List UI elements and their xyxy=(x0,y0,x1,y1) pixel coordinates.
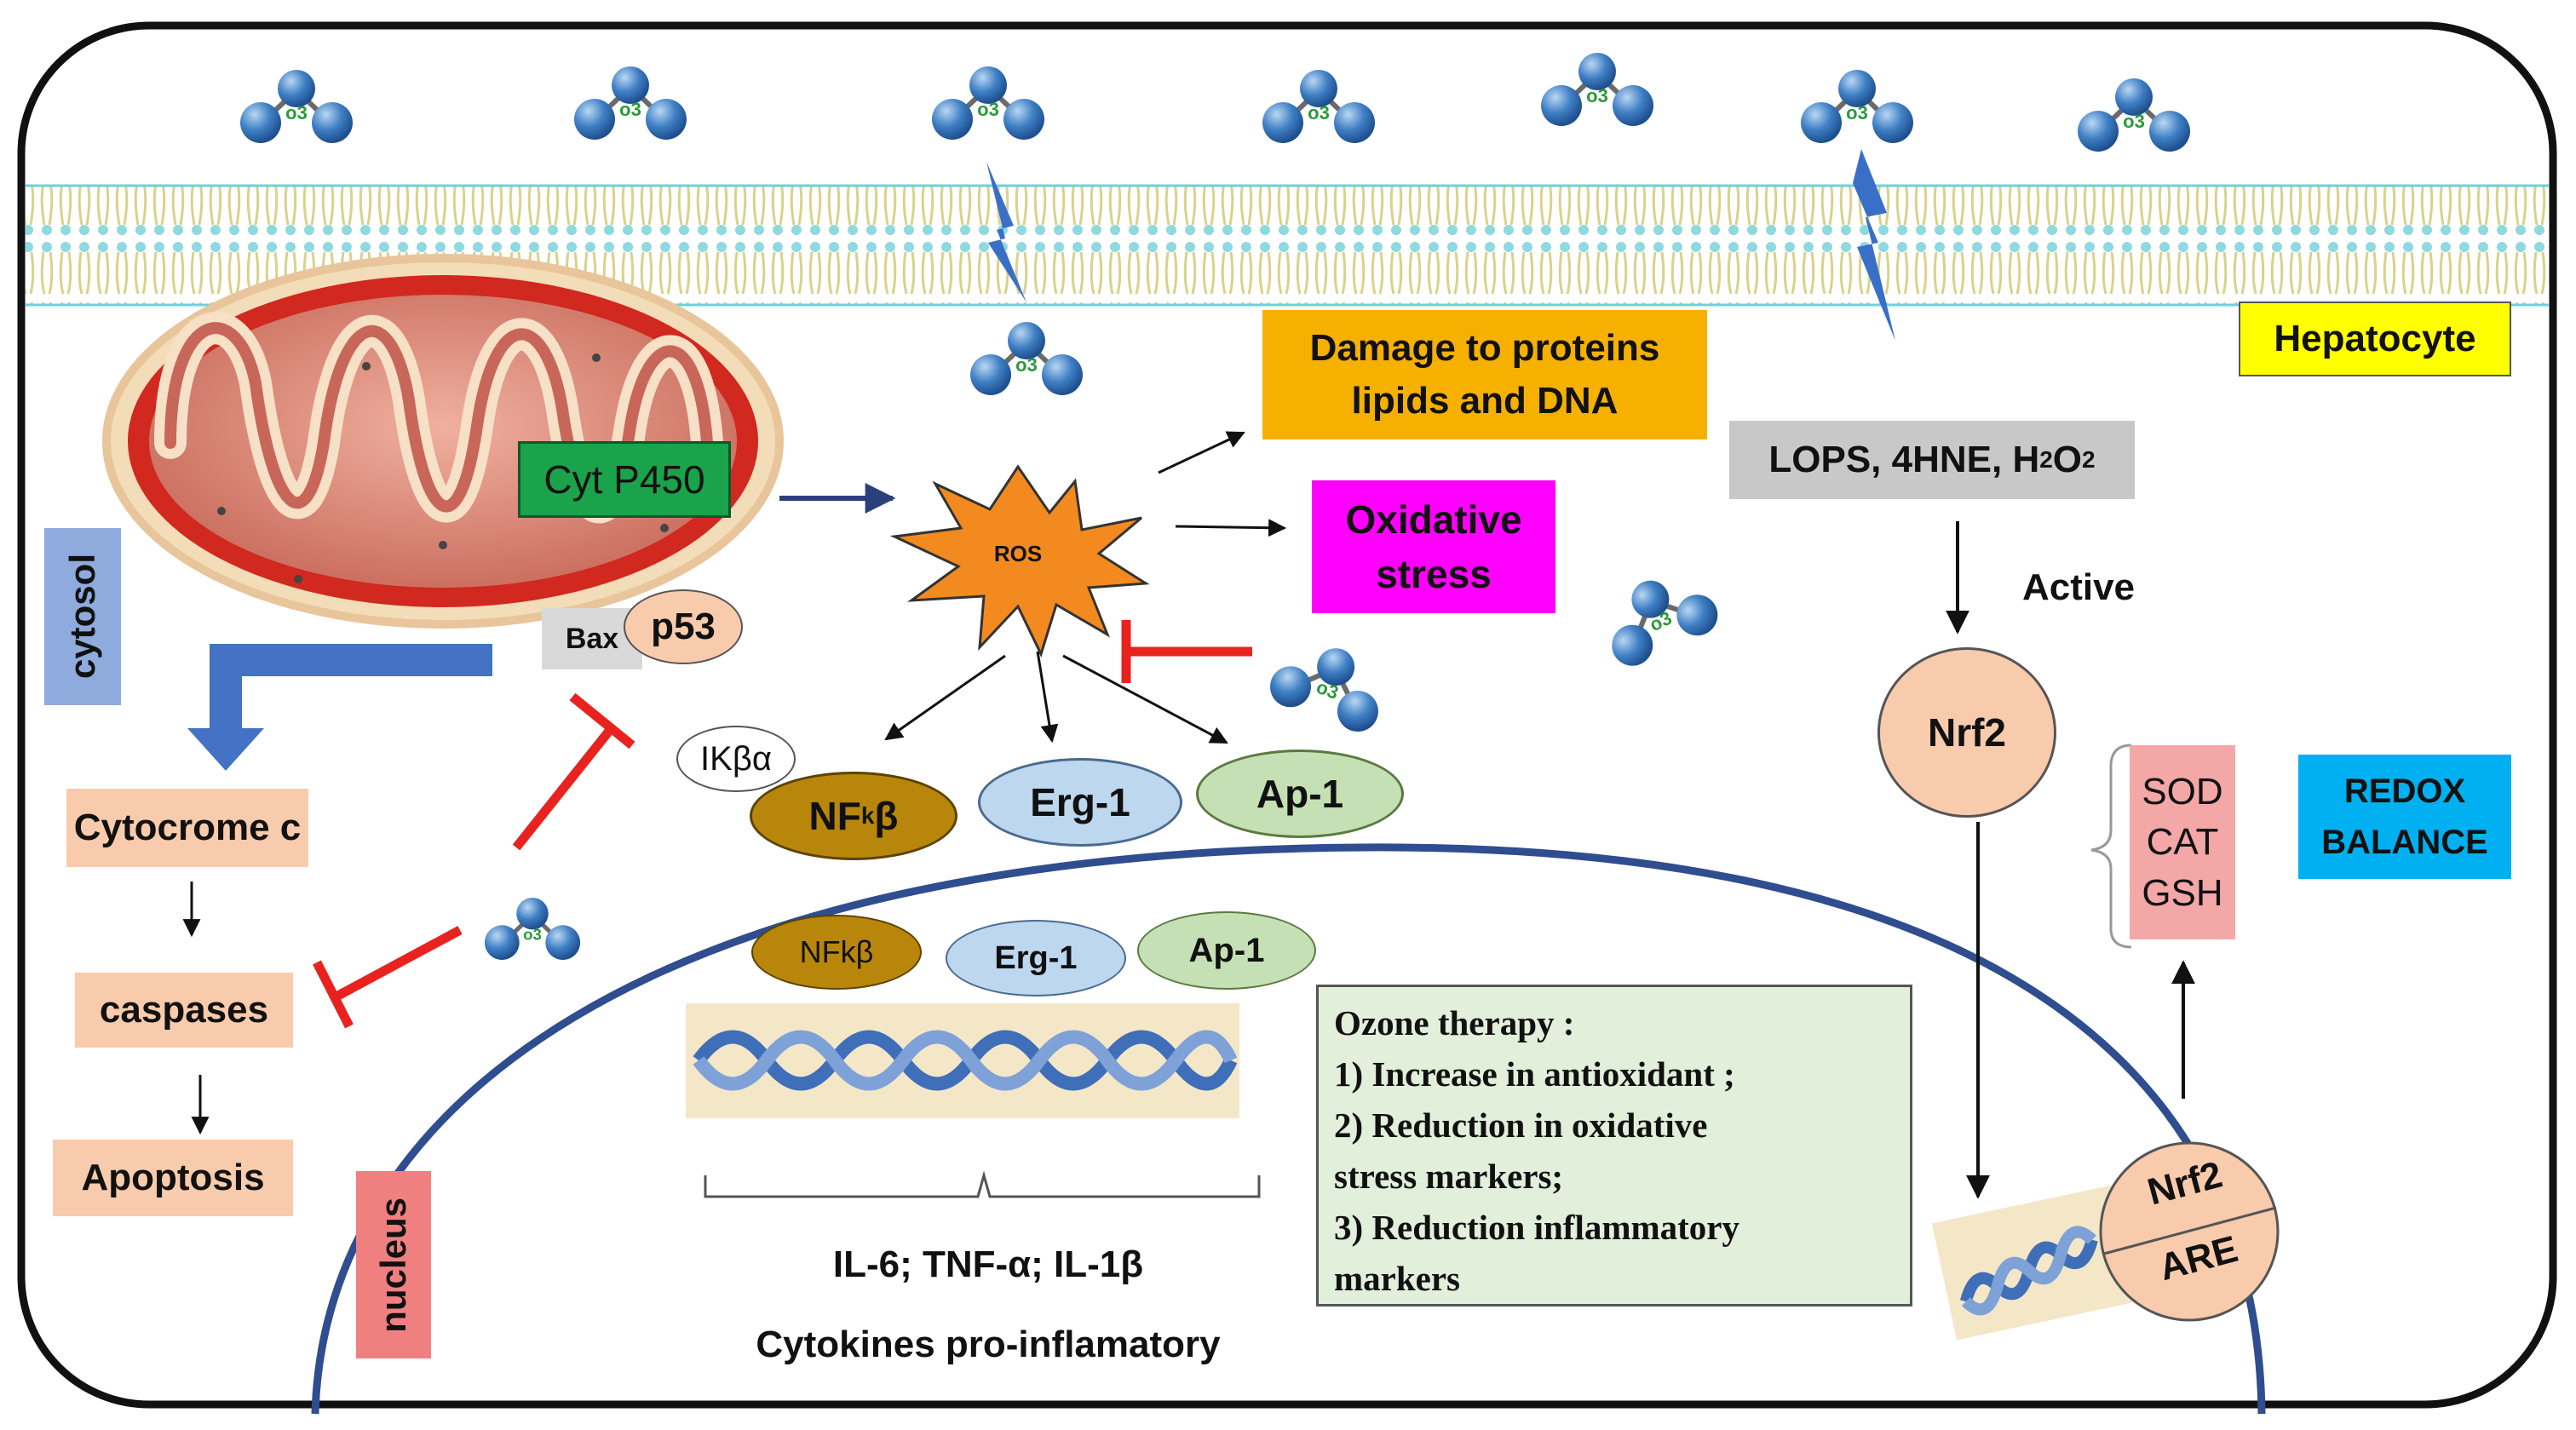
ozone-therapy-box: Ozone therapy : 1) Increase in antioxida… xyxy=(1316,985,1912,1307)
cytokines-title: Cytokines pro-inflamatory xyxy=(756,1324,1221,1365)
gsh-label: GSH xyxy=(2142,871,2223,914)
ozone-therapy-line-2: 2) Reduction in oxidative xyxy=(1334,1106,1708,1145)
arrow xyxy=(1036,651,1059,744)
ap1-nuclear-oval: Ap-1 xyxy=(1137,911,1316,990)
ozone-therapy-line-3: stress markers; xyxy=(1334,1157,1564,1196)
erg1-cyto-oval: Erg-1 xyxy=(978,758,1182,847)
redox-line-1: REDOX xyxy=(2343,772,2466,810)
active-label: Active xyxy=(2021,566,2136,608)
arrow xyxy=(1175,519,1287,537)
damage-box: Damage to proteins lipids and DNA xyxy=(1262,310,1707,439)
ozone-therapy-title: Ozone therapy : xyxy=(1334,1003,1575,1042)
hepatocyte-label: Hepatocyte xyxy=(2239,302,2511,376)
p53-oval: p53 xyxy=(624,589,743,664)
redox-line-2: BALANCE xyxy=(2321,824,2488,861)
damage-line-1: Damage to proteins xyxy=(1309,327,1660,370)
inhibition-line xyxy=(512,722,618,851)
oxidative-stress-box: Oxidative stress xyxy=(1312,480,1555,613)
nrf2-oval: Nrf2 xyxy=(1877,647,2056,818)
ozone-therapy-line-4: 3) Reduction inflammatory xyxy=(1334,1208,1740,1247)
arrow xyxy=(884,654,1006,741)
dna-helix-icon xyxy=(1931,1184,2141,1341)
erg1-nuclear-oval: Erg-1 xyxy=(946,920,1126,996)
apoptosis-box: Apoptosis xyxy=(53,1140,293,1216)
nfkb-nuclear-oval: NFkβ xyxy=(751,915,922,990)
brace xyxy=(2090,744,2132,949)
caspases-box: caspases xyxy=(75,973,293,1048)
nucleus-label: nucleus xyxy=(356,1171,431,1358)
oxidative-line-2: stress xyxy=(1376,552,1492,596)
ros-label: ROS xyxy=(993,540,1043,566)
redox-balance-box: REDOX BALANCE xyxy=(2298,755,2511,879)
arrow xyxy=(1062,654,1228,744)
ap1-cyto-oval: Ap-1 xyxy=(1196,749,1404,838)
bax-label: Bax xyxy=(542,608,642,669)
oxidative-line-1: Oxidative xyxy=(1345,497,1522,542)
cytosol-label: cytosol xyxy=(44,528,121,705)
dna-helix-icon xyxy=(686,1003,1239,1118)
ozone-therapy-line-1: 1) Increase in antioxidant ; xyxy=(1334,1054,1735,1094)
brace xyxy=(704,1170,1261,1198)
cytocrome-c-box: Cytocrome c xyxy=(66,789,308,867)
lightning-bolt-icon xyxy=(1853,149,1895,341)
ozone-therapy-line-5: markers xyxy=(1334,1259,1461,1298)
elbow-arrow xyxy=(210,644,492,732)
inhibition-line xyxy=(334,926,463,1001)
ikba-oval: IKβα xyxy=(676,726,796,792)
lightning-bolt-icon xyxy=(986,162,1026,302)
cat-label: CAT xyxy=(2146,821,2219,864)
arrow xyxy=(1158,431,1245,474)
cyt-p450-label: Cyt P450 xyxy=(518,441,731,518)
ros-burst-icon xyxy=(889,464,1150,658)
nucleus-envelope xyxy=(311,843,2266,1415)
cytokines-list: IL-6; TNF-α; IL-1β xyxy=(832,1243,1144,1285)
damage-line-2: lipids and DNA xyxy=(1351,380,1619,422)
sod-label: SOD xyxy=(2142,770,2223,813)
antioxidant-enzymes-box: SOD CAT GSH xyxy=(2130,745,2235,939)
